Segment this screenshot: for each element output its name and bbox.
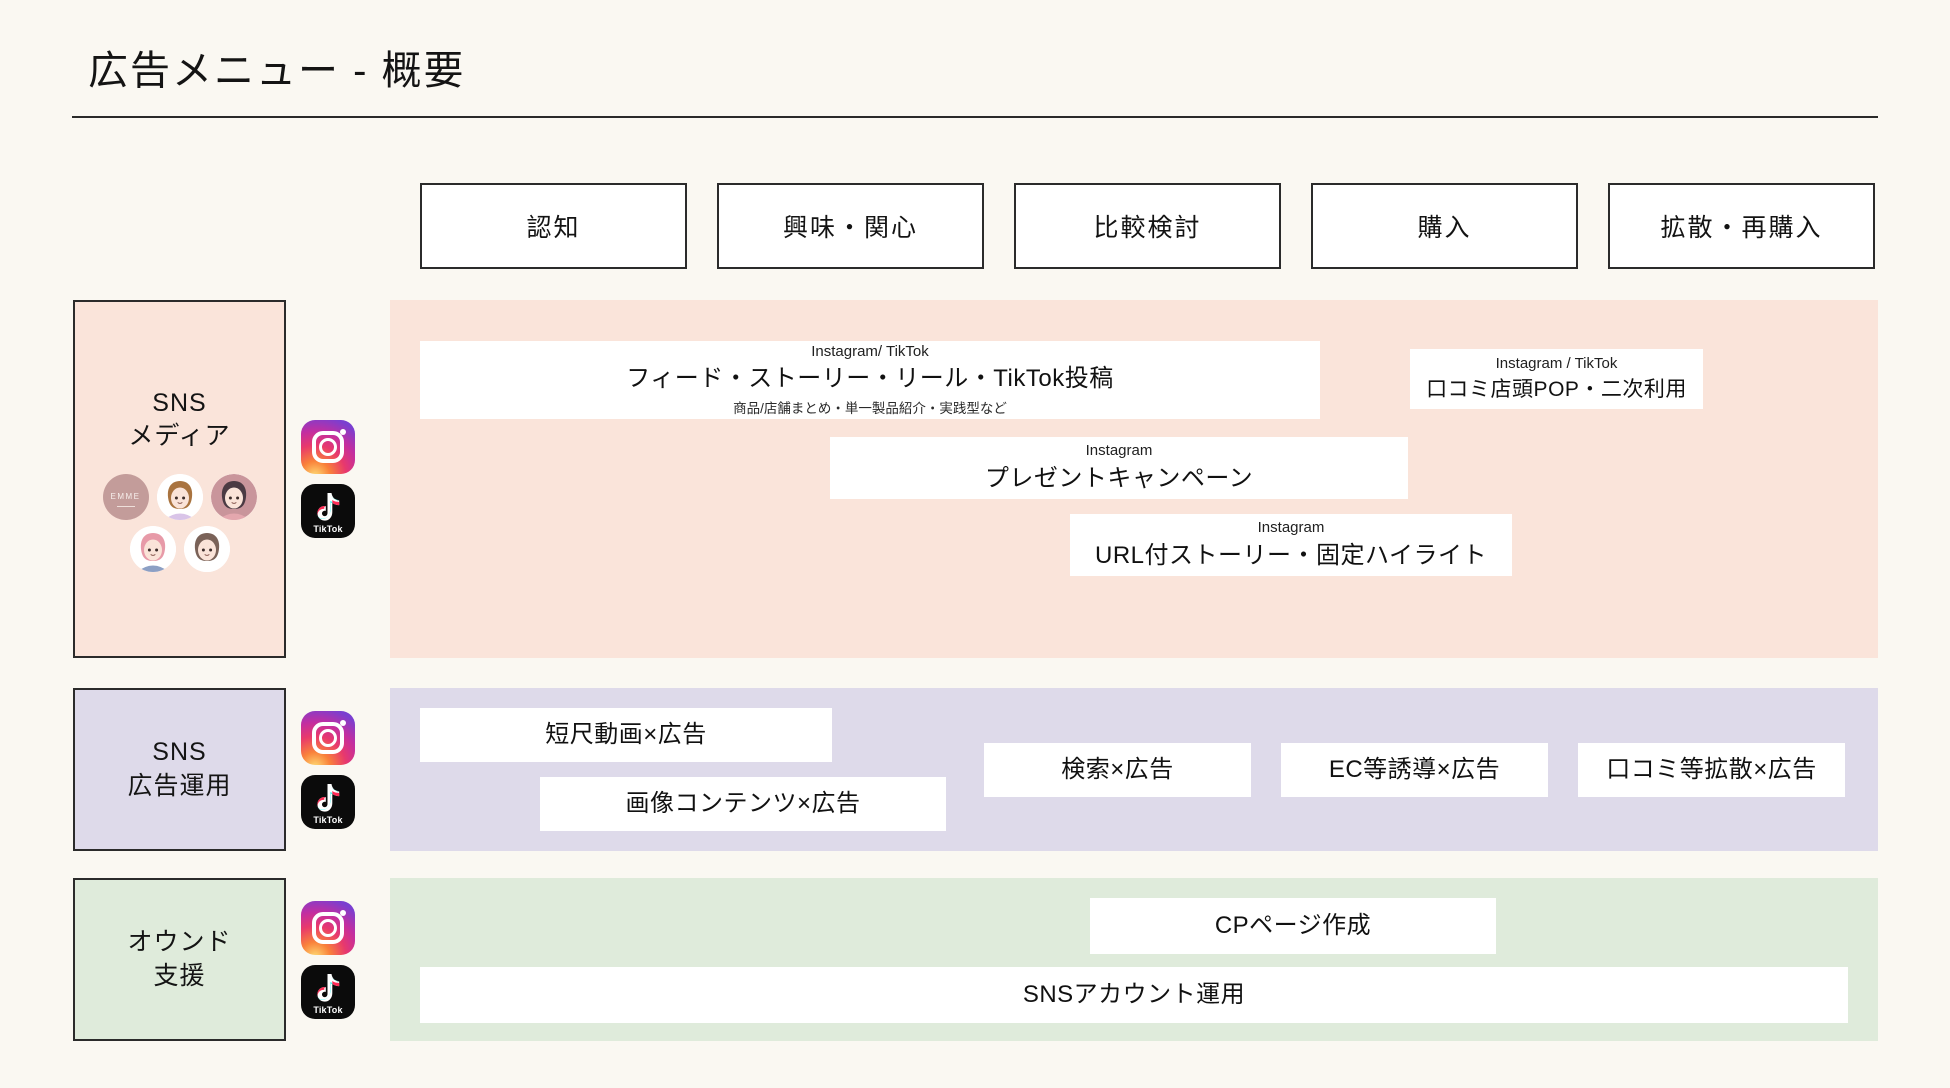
instagram-icon — [301, 710, 355, 765]
menu-card[interactable]: CPページ作成 — [1090, 898, 1496, 954]
funnel-stage-label: 興味・関心 — [782, 214, 918, 242]
card-platform-label: Instagram — [1085, 442, 1153, 460]
instagram-icon — [301, 420, 355, 474]
funnel-stage-label: 購入 — [1417, 214, 1472, 242]
card-platform-label: Instagram/ TikTok — [811, 342, 929, 360]
social-icon-column-owned-support: TikTok — [300, 878, 356, 1041]
menu-card[interactable]: Instagram / TikTok 口コミ店頭POP・二次利用 — [1410, 349, 1703, 409]
funnel-stage-label: 拡散・再購入 — [1660, 214, 1823, 242]
funnel-stage-3[interactable]: 比較検討 — [1014, 183, 1281, 269]
menu-card[interactable]: EC等誘導×広告 — [1281, 743, 1548, 797]
avatar-girl-bob-hair — [183, 525, 230, 572]
card-title: CPページ作成 — [1214, 912, 1372, 940]
category-label: オウンド 支援 — [127, 928, 232, 990]
funnel-stage-5[interactable]: 拡散・再購入 — [1608, 183, 1875, 269]
avatar-girl-brown-hair — [156, 473, 203, 520]
funnel-stage-4[interactable]: 購入 — [1311, 183, 1578, 269]
funnel-stage-1[interactable]: 認知 — [420, 183, 687, 269]
menu-card[interactable]: Instagram プレゼントキャンペーン — [830, 437, 1408, 499]
menu-card[interactable]: 画像コンテンツ×広告 — [540, 777, 946, 831]
card-title: 検索×広告 — [1061, 756, 1174, 784]
card-title: プレゼントキャンペーン — [984, 464, 1254, 492]
card-platform-label: Instagram / TikTok — [1495, 354, 1618, 372]
card-title: 口コミ等拡散×広告 — [1606, 756, 1817, 784]
menu-card[interactable]: 短尺動画×広告 — [420, 708, 832, 762]
menu-card[interactable]: 検索×広告 — [984, 743, 1251, 797]
menu-card[interactable]: 口コミ等拡散×広告 — [1578, 743, 1845, 797]
card-title: 短尺動画×広告 — [545, 721, 707, 749]
avatar-label: EMME — [110, 492, 141, 501]
funnel-stage-2[interactable]: 興味・関心 — [717, 183, 984, 269]
menu-card[interactable]: Instagram/ TikTok フィード・ストーリー・リール・TikTok投稿… — [420, 341, 1320, 419]
avatar-emme: EMME — [102, 473, 149, 520]
avatar-girl-dark-hair-pink-bg — [210, 473, 257, 520]
social-icon-column-sns-media: TikTok — [300, 300, 356, 658]
category-cell-sns-ads[interactable]: SNS 広告運用 — [73, 688, 286, 851]
avatar-underline — [116, 505, 135, 507]
category-label: SNS 広告運用 — [127, 738, 232, 800]
menu-card[interactable]: SNSアカウント運用 — [420, 967, 1848, 1023]
category-cell-sns-media[interactable]: SNS メディア EMME — [73, 300, 286, 658]
avatar-cluster: EMME — [92, 473, 267, 572]
card-title: EC等誘導×広告 — [1328, 756, 1501, 784]
title-divider — [72, 116, 1878, 118]
category-label: SNS メディア — [128, 388, 231, 451]
category-cell-owned-support[interactable]: オウンド 支援 — [73, 878, 286, 1041]
page-title: 広告メニュー - 概要 — [88, 49, 466, 93]
tiktok-icon: TikTok — [301, 484, 355, 538]
card-title: URL付ストーリー・固定ハイライト — [1094, 541, 1488, 569]
card-title: SNSアカウント運用 — [1022, 981, 1246, 1009]
funnel-stage-label: 認知 — [526, 214, 581, 242]
avatar-girl-pink-hair — [129, 525, 176, 572]
social-icon-column-sns-ads: TikTok — [300, 688, 356, 851]
funnel-stage-label: 比較検討 — [1093, 214, 1202, 242]
tiktok-icon: TikTok — [301, 774, 355, 829]
card-platform-label: Instagram — [1257, 519, 1325, 537]
card-title: 画像コンテンツ×広告 — [625, 790, 861, 818]
card-subnote: 商品/店舗まとめ・単一製品紹介・実践型など — [733, 401, 1007, 417]
funnel-stage-header-row: 認知 興味・関心 比較検討 購入 拡散・再購入 — [420, 183, 1878, 269]
instagram-icon — [301, 900, 355, 955]
card-title: フィード・ストーリー・リール・TikTok投稿 — [626, 365, 1114, 393]
card-title: 口コミ店頭POP・二次利用 — [1426, 377, 1687, 401]
tiktok-icon: TikTok — [301, 964, 355, 1019]
